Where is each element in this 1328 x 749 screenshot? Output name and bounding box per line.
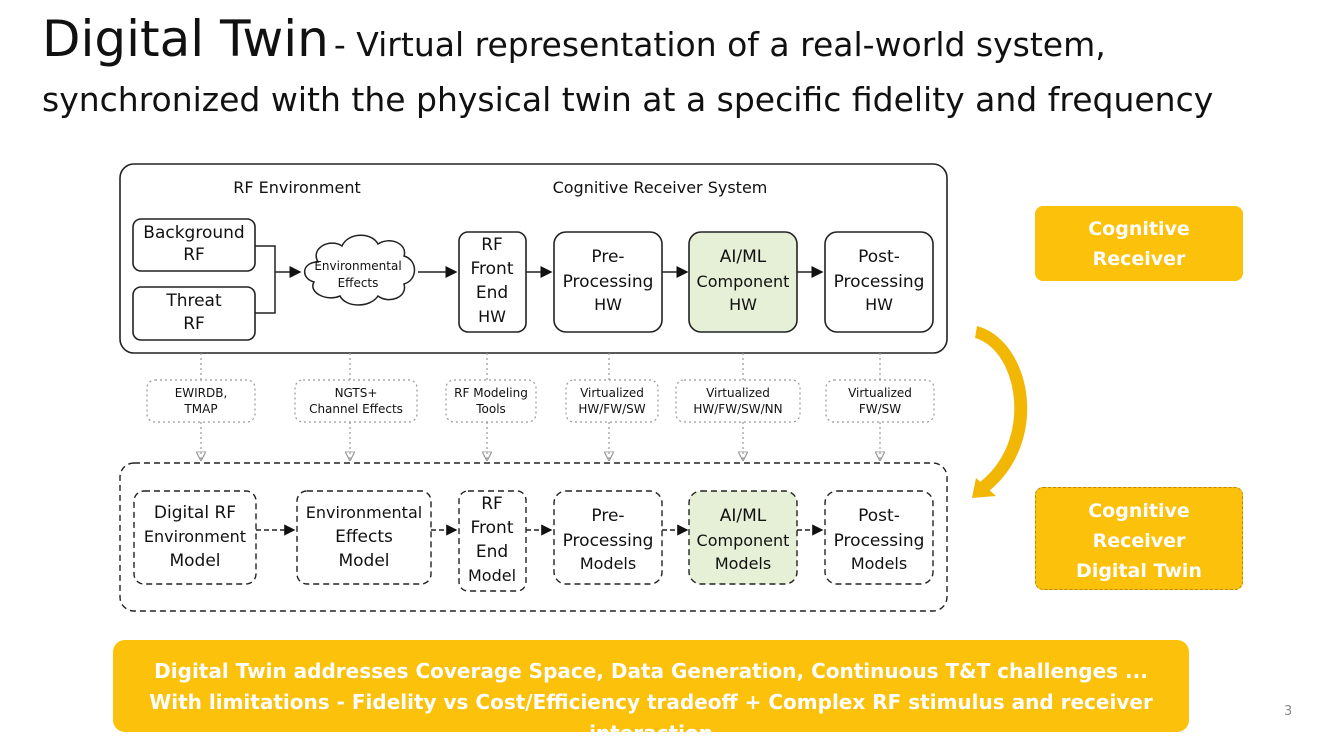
mapping-3-line2: Tools [475, 402, 506, 416]
postm-line3: Models [851, 554, 907, 573]
mapping-5-line2: HW/FW/SW/NN [693, 402, 782, 416]
aim-line2: Component [697, 531, 790, 550]
drf-line3: Model [169, 551, 220, 571]
rf-front-end-model-box [458, 490, 527, 592]
eem-line1: Environmental [306, 503, 422, 522]
mapping-5-line1: Virtualized [706, 386, 770, 400]
aim-line3: Models [715, 554, 771, 573]
rf-fe-hw-line3: End [476, 283, 508, 303]
ai-hw-line3: HW [729, 295, 757, 314]
env-effects-line2: Effects [338, 276, 379, 290]
post-hw-line2: Processing [834, 272, 925, 292]
postm-line1: Post- [858, 506, 900, 526]
ai-hw-line2: Component [697, 272, 790, 291]
rf-front-end-hw-box [458, 231, 527, 333]
mapping-box-3 [445, 379, 537, 423]
threat-rf-line2: RF [183, 314, 205, 334]
postm-line2: Processing [834, 531, 925, 551]
rf-fe-hw-line4: HW [478, 307, 506, 326]
curved-arrow-icon [975, 326, 1028, 492]
banner-line1: Digital Twin addresses Coverage Space, D… [154, 659, 1148, 683]
mapping-1-line1: EWIRDB, [175, 386, 228, 400]
ai-hw-line1: AI/ML [720, 247, 767, 267]
post-processing-hw-box [824, 231, 934, 333]
pre-processing-models-box [553, 490, 663, 585]
mapping-6-line2: FW/SW [859, 402, 901, 416]
background-rf-line2: RF [183, 245, 205, 265]
threat-rf-line1: Threat [165, 291, 222, 311]
mapping-box-5 [675, 379, 801, 423]
drf-line1: Digital RF [154, 503, 236, 523]
background-rf-line1: Background [143, 223, 244, 243]
pre-hw-line1: Pre- [591, 247, 624, 267]
ai-ml-component-hw-box [688, 231, 798, 333]
post-hw-line1: Post- [858, 247, 900, 267]
receiver-pill-line1: Cognitive [1088, 218, 1190, 240]
prem-line2: Processing [563, 531, 654, 551]
rf-fe-hw-line1: RF [481, 235, 503, 255]
env-effects-line1: Environmental [314, 259, 401, 273]
post-hw-line3: HW [865, 295, 893, 314]
eem-line2: Effects [335, 527, 393, 547]
twin-pill-line2: Receiver [1092, 530, 1186, 552]
cognitive-receiver-pill: Cognitive Receiver [1035, 206, 1243, 281]
cognitive-receiver-twin-pill: Cognitive Receiver Digital Twin [1035, 487, 1243, 590]
mapping-4-line2: HW/FW/SW [578, 402, 645, 416]
rf-environment-label: RF Environment [233, 178, 361, 197]
aim-line1: AI/ML [720, 506, 767, 526]
rfm-line4: Model [468, 566, 516, 585]
twin-pill-line1: Cognitive [1088, 500, 1190, 522]
pre-hw-line3: HW [594, 295, 622, 314]
rfm-line1: RF [481, 494, 503, 514]
rfm-line2: Front [471, 518, 514, 538]
title-main: Digital Twin [42, 10, 329, 68]
environmental-effects-cloud [304, 234, 416, 306]
mapping-boxes: EWIRDB, TMAP NGTS+ Channel Effects RF Mo… [146, 379, 935, 423]
rfm-line3: End [476, 542, 508, 562]
title-sub-line1: - Virtual representation of a real-world… [333, 25, 1106, 64]
receiver-pill-line2: Receiver [1092, 248, 1186, 270]
mapping-box-1 [146, 379, 256, 423]
mapping-1-line2: TMAP [183, 402, 217, 416]
environmental-effects-model-box [296, 490, 432, 585]
rf-fe-hw-line2: Front [471, 259, 514, 279]
mapping-connectors-top [200, 353, 881, 380]
mapping-2-line2: Channel Effects [309, 402, 403, 416]
summary-banner: Digital Twin addresses Coverage Space, D… [113, 640, 1189, 745]
digital-rf-environment-model-box [133, 490, 257, 585]
curved-arrow-head [972, 478, 996, 498]
mapping-6-line1: Virtualized [848, 386, 912, 400]
mapping-3-line1: RF Modeling [454, 386, 528, 400]
cognitive-receiver-label: Cognitive Receiver System [553, 178, 768, 197]
rf-join-bracket [255, 245, 276, 314]
page-title: Digital Twin - Virtual representation of… [42, 14, 1242, 64]
title-sub-line2: synchronized with the physical twin at a… [42, 80, 1214, 119]
page-number: 3 [1284, 704, 1293, 719]
pre-hw-line2: Processing [563, 272, 654, 292]
prem-line1: Pre- [591, 506, 624, 526]
background-rf-box [132, 218, 256, 272]
mapping-4-line1: Virtualized [580, 386, 644, 400]
mapping-box-2 [294, 379, 418, 423]
banner-line2: With limitations - Fidelity vs Cost/Effi… [149, 690, 1153, 745]
mapping-box-4 [565, 379, 659, 423]
mapping-box-6 [825, 379, 935, 423]
mapping-connectors-bottom [201, 422, 880, 460]
ai-ml-component-models-box [688, 490, 798, 585]
drf-line2: Environment [144, 527, 246, 546]
post-processing-models-box [824, 490, 934, 585]
mapping-2-line1: NGTS+ [335, 386, 378, 400]
prem-line3: Models [580, 554, 636, 573]
pre-processing-hw-box [553, 231, 663, 333]
twin-pill-line3: Digital Twin [1076, 560, 1202, 582]
eem-line3: Model [338, 551, 389, 571]
